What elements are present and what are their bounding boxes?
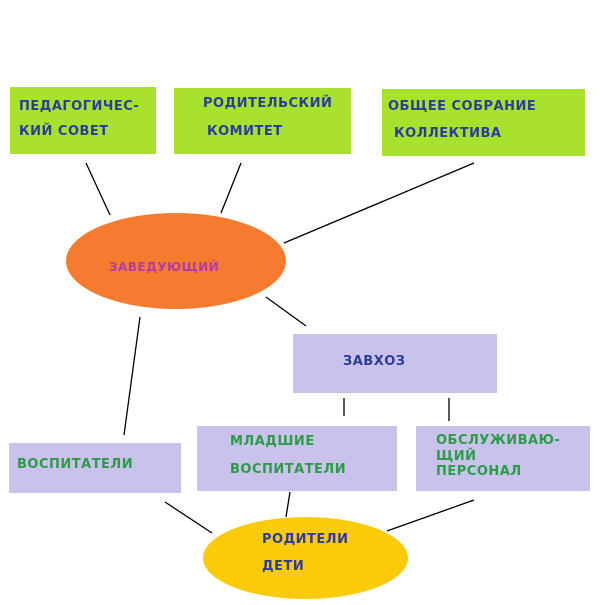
junior-educators-line1: МЛАДШИЕ (230, 434, 315, 449)
line-junior-to-parents (285, 491, 291, 518)
junior-educators-line2: ВОСПИТАТЕЛИ (230, 462, 347, 477)
parents-committee-line1: РОДИТЕЛЬСКИЙ (203, 96, 333, 111)
parents-committee-box: РОДИТЕЛЬСКИЙ КОМИТЕТ (174, 88, 351, 154)
parents-committee-line2: КОМИТЕТ (207, 124, 283, 139)
line-committee-to-head (220, 162, 242, 214)
pedagogical-council-line1: ПЕДАГОГИЧЕС- (19, 99, 140, 114)
general-meeting-line1: ОБЩЕЕ СОБРАНИЕ (388, 99, 537, 114)
line-educators-to-parents (164, 501, 213, 534)
supply-manager-box: ЗАВХОЗ (293, 334, 497, 393)
pedagogical-council-box: ПЕДАГОГИЧЕС- КИЙ СОВЕТ (10, 87, 156, 154)
line-head-to-supply (265, 296, 307, 327)
line-service-to-parents (386, 499, 475, 532)
educators-box: ВОСПИТАТЕЛИ (9, 443, 181, 493)
service-staff-line3: ПЕРСОНАЛ (436, 464, 522, 479)
service-staff-line2: ЩИЙ (436, 449, 477, 464)
head-label: ЗАВЕДУЮЩИЙ (109, 260, 220, 274)
pedagogical-council-line2: КИЙ СОВЕТ (19, 124, 109, 139)
line-head-to-educators (123, 316, 141, 436)
parents-children-ellipse: РОДИТЕЛИ ДЕТИ (203, 517, 408, 599)
supply-manager-label: ЗАВХОЗ (343, 354, 406, 369)
line-pedagogical-to-head (85, 162, 111, 216)
service-staff-line1: ОБСЛУЖИВАЮ- (436, 433, 561, 448)
parents-label: РОДИТЕЛИ (262, 532, 349, 547)
general-meeting-line2: КОЛЛЕКТИВА (394, 126, 502, 141)
educators-label: ВОСПИТАТЕЛИ (17, 457, 134, 472)
line-meeting-to-head (283, 162, 475, 244)
children-label: ДЕТИ (262, 559, 305, 574)
junior-educators-box: МЛАДШИЕ ВОСПИТАТЕЛИ (197, 426, 397, 491)
general-meeting-box: ОБЩЕЕ СОБРАНИЕ КОЛЛЕКТИВА (382, 89, 585, 156)
service-staff-box: ОБСЛУЖИВАЮ- ЩИЙ ПЕРСОНАЛ (416, 426, 590, 491)
head-ellipse: ЗАВЕДУЮЩИЙ (66, 213, 286, 309)
